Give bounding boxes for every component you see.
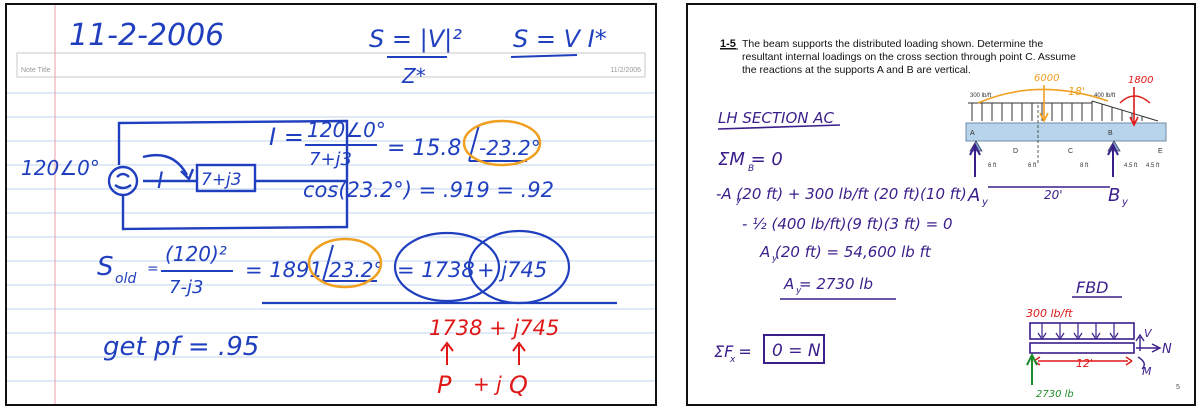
load-400: 400 lb/ft: [1094, 93, 1116, 99]
fx-boxed: 0 = N: [772, 341, 821, 361]
s-old-rect-q: + j745: [477, 258, 547, 282]
ruled-lines: [7, 92, 655, 382]
slide-canvas: 1-5 The beam supports the distributed lo…: [714, 38, 1180, 400]
eq-4: A = 2730 lb: [783, 275, 873, 293]
highlight-ellipse: [462, 119, 542, 167]
fbd-load-box: [1029, 322, 1135, 340]
fbd-label: FBD: [1076, 278, 1109, 297]
i-angle: -23.2°: [479, 136, 541, 160]
dim-2: 6 ft: [1028, 163, 1037, 169]
load-bracket: [977, 88, 1109, 104]
point-c: C: [1068, 148, 1073, 155]
dim-20: 20': [1044, 188, 1063, 202]
eq-2: - ½ (400 lb/ft)(9 ft)(3 ft) = 0: [742, 215, 953, 233]
i-result: = 15.8: [387, 136, 461, 161]
red-6000: 6000: [1034, 73, 1059, 84]
s-old-sub: old: [115, 271, 136, 287]
formula-s-den: Z*: [401, 64, 426, 88]
s-old-num: (120)²: [165, 242, 227, 266]
goal-text: get pf = .95: [103, 332, 259, 362]
load-300: 300 lb/ft: [970, 93, 992, 99]
current-label: I: [157, 169, 164, 194]
p-circle: [393, 231, 501, 303]
point-a: A: [970, 130, 975, 137]
fbd-load-arrows: [1037, 323, 1119, 341]
lecture-slide: 1-5 The beam supports the distributed lo…: [686, 3, 1196, 406]
fx-eq: ΣF =: [714, 342, 752, 361]
angle-highlight: [307, 237, 383, 289]
fx-box: [763, 334, 825, 364]
dim-1: 6 ft: [988, 163, 997, 169]
i-denominator: 7+j3: [309, 149, 352, 170]
eq-3: A (20 ft) = 54,600 lb ft: [759, 243, 932, 261]
red-q: Q: [509, 371, 528, 399]
note-date-label: 11/2/2006: [610, 67, 641, 74]
circuit-diagram: [107, 119, 349, 231]
problem-text-1: The beam supports the distributed loadin…: [742, 38, 1043, 50]
fbd-m: M: [1142, 365, 1152, 378]
by-label: B: [1108, 185, 1120, 206]
s-old-den: 7-j3: [169, 277, 203, 298]
red-1800: 1800: [1128, 75, 1153, 86]
eq-4-sub: y: [795, 286, 802, 296]
dim-4: 4.5 ft: [1124, 163, 1138, 169]
red-p: P: [437, 371, 452, 399]
s-old-equals: =: [147, 261, 159, 277]
problem-number: 1-5: [720, 38, 736, 50]
point-b: B: [1108, 130, 1113, 137]
fbd-reaction-arrow: [1026, 352, 1038, 385]
moment-eq: ΣM = 0: [718, 149, 783, 170]
dim-18: 18': [1068, 85, 1085, 98]
red-arrows: [440, 341, 526, 365]
source-voltage: 120∠0°: [21, 156, 100, 180]
eq-1-sub: y: [735, 196, 742, 206]
notebook-canvas: Note Title 11/2/2006 11-2-2006 S = |V|² …: [7, 5, 655, 404]
beam-figure: 300 lb/ft 400 lb/ft A D C B E 6 ft 6 ft …: [965, 93, 1167, 169]
fbd-v: V: [1144, 327, 1153, 340]
formula-s-squared: S = |V|²: [369, 25, 462, 53]
current-symbol: I =: [269, 123, 304, 151]
red-j: + j: [473, 372, 502, 396]
cos-line: cos(23.2°) = .919 = .92: [303, 178, 554, 202]
ay-sub: y: [981, 197, 989, 208]
note-title-label: Note Title: [21, 67, 51, 74]
impedance-label: 7+j3: [201, 170, 242, 190]
moment-sub: B: [748, 164, 754, 174]
dim-5: 4.5 ft: [1146, 163, 1160, 169]
section-label: LH SECTION AC: [718, 109, 835, 127]
eq-3-sub: y: [771, 254, 778, 264]
point-e: E: [1158, 148, 1163, 155]
eq-1: -A (20 ft) + 300 lb/ft (20 ft)(10 ft): [716, 185, 967, 203]
red-expression: 1738 + j745: [429, 316, 559, 340]
beam: [965, 122, 1167, 142]
by-arrow: [1107, 142, 1119, 177]
s-old-label: S: [97, 252, 114, 282]
s-old-angle: 23.2°: [329, 258, 384, 282]
ay-arrow: [969, 142, 981, 177]
fbd-beam: [1029, 342, 1135, 354]
by-sub: y: [1121, 197, 1129, 208]
ay-label: A: [967, 185, 980, 206]
handwritten-date: 11-2-2006: [69, 18, 224, 53]
fx-sub: x: [729, 355, 736, 365]
page-number: 5: [1176, 384, 1180, 391]
problem-text-3: the reactions at the supports A and B ar…: [742, 64, 971, 76]
fbd-reaction: 2730 lb: [1036, 389, 1074, 400]
point-d: D: [1013, 148, 1018, 155]
i-numerator: 120∠0°: [307, 118, 386, 142]
notebook-page: Note Title 11/2/2006 11-2-2006 S = |V|² …: [5, 3, 657, 406]
formula-s-vi: S = V I*: [513, 25, 607, 53]
fbd-length: 12': [1076, 357, 1093, 370]
dim-3: 8 ft: [1080, 163, 1089, 169]
s-old-rect-p: = 1738: [397, 258, 475, 282]
problem-text-2: resultant internal loadings on the cross…: [742, 51, 1076, 63]
distributed-load-arrows: [968, 100, 1159, 122]
fbd-n: N: [1162, 342, 1172, 357]
fbd-load: 300 lb/ft: [1026, 307, 1073, 320]
